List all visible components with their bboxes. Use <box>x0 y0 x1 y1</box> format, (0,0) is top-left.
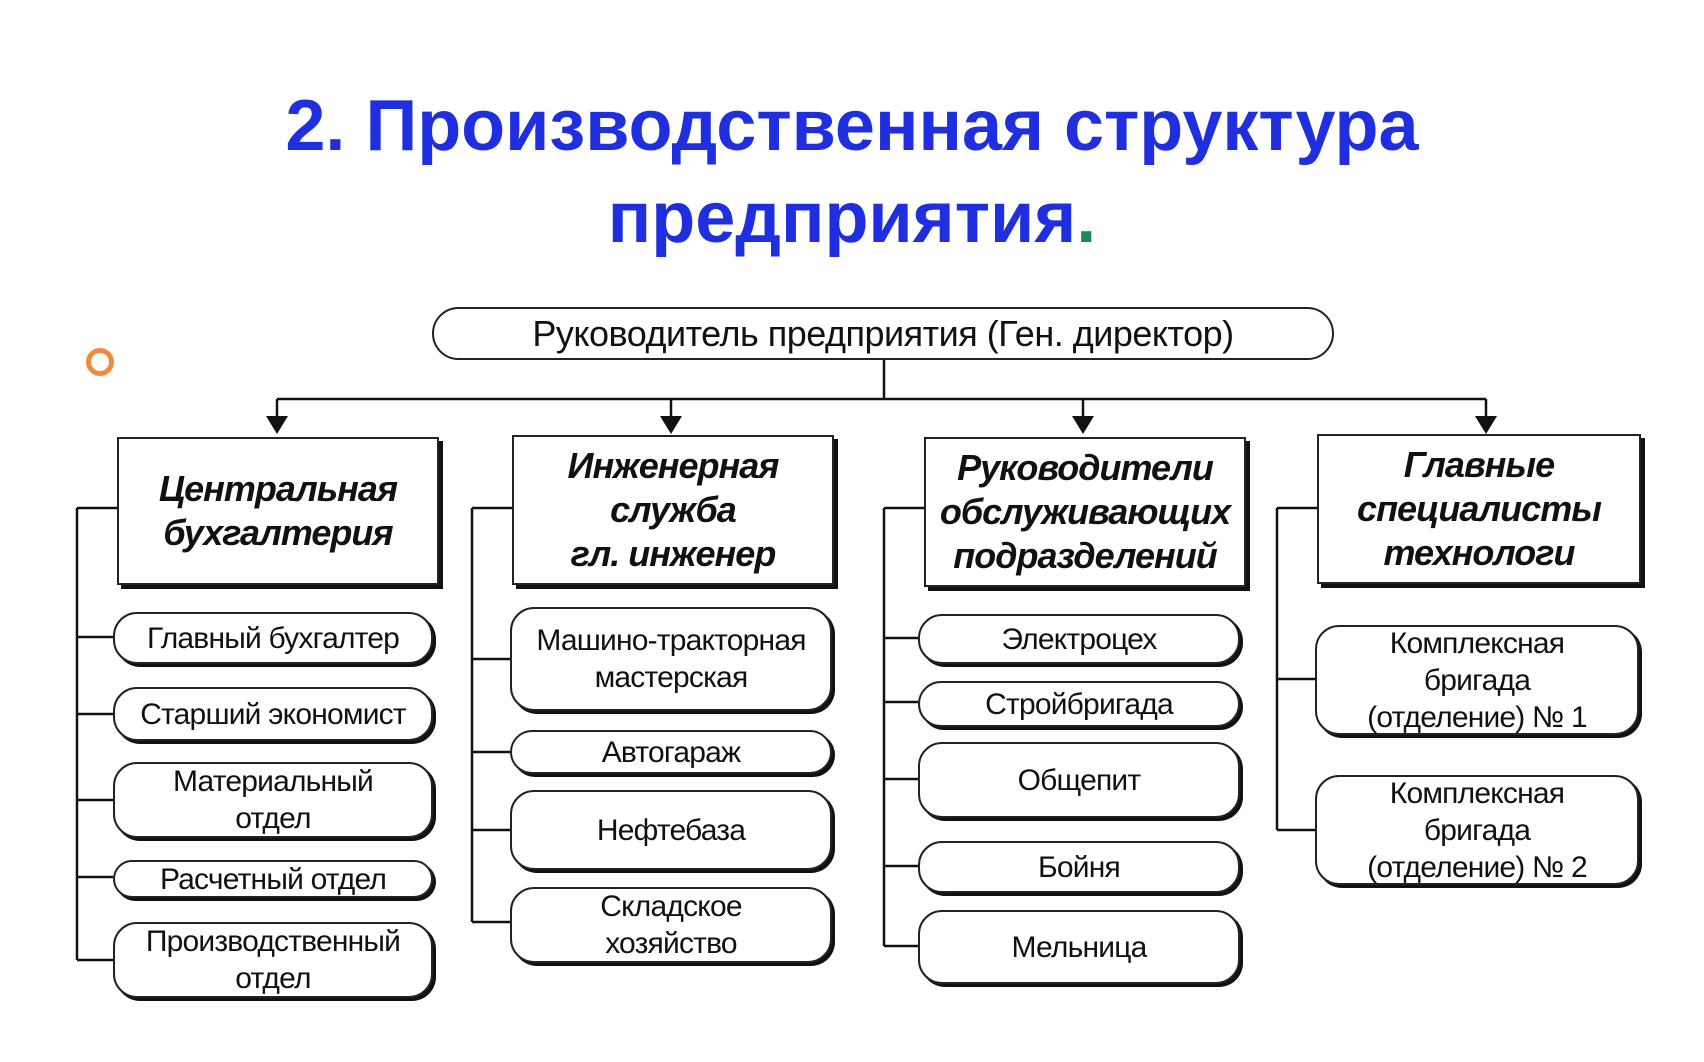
node-label: Комплексная бригада (отделение) № 2 <box>1367 776 1587 884</box>
node-auto-garage: Автогараж <box>510 730 832 774</box>
node-mill: Мельница <box>918 910 1240 984</box>
node-production-dept: Производственный отдел <box>113 922 433 998</box>
node-settlement-dept: Расчетный отдел <box>113 860 433 898</box>
branch-head-label: Руководители обслуживающих подразделений <box>939 447 1231 576</box>
node-label: Нефтебаза <box>596 813 746 847</box>
node-chief-accountant: Главный бухгалтер <box>113 612 433 664</box>
node-label: Складское хозяйство <box>600 890 742 960</box>
node-label: Автогараж <box>601 735 741 769</box>
node-oil-depot: Нефтебаза <box>510 790 832 870</box>
branch-head-label: Инженерная служба гл. инженер <box>567 445 780 574</box>
node-label: Машино-тракторная мастерская <box>536 624 806 694</box>
bullet-circle-icon <box>86 348 114 376</box>
branch-head-service-managers: Руководители обслуживающих подразделений <box>924 437 1246 587</box>
node-label: Общепит <box>1017 763 1142 797</box>
node-complex-brigade-2: Комплексная бригада (отделение) № 2 <box>1315 775 1639 885</box>
branch-head-accounting: Центральная бухгалтерия <box>117 437 439 585</box>
page-title: 2. Производственная структура предприяти… <box>0 80 1704 264</box>
node-label: Главный бухгалтер <box>146 621 400 655</box>
node-label: Стройбригада <box>985 687 1174 721</box>
title-line-2: предприятия. <box>0 172 1704 264</box>
node-machine-workshop: Машино-тракторная мастерская <box>510 607 832 711</box>
node-warehouse: Складское хозяйство <box>510 887 832 963</box>
node-label: Расчетный отдел <box>159 862 387 896</box>
branch-head-label: Центральная бухгалтерия <box>158 468 398 553</box>
title-line-2-text: предприятия <box>607 178 1077 258</box>
node-label: Материальный отдел <box>173 765 374 835</box>
node-catering: Общепит <box>918 742 1240 818</box>
node-complex-brigade-1: Комплексная бригада (отделение) № 1 <box>1315 625 1639 735</box>
node-label: Бойня <box>1038 850 1121 884</box>
branch-head-chief-specialists: Главные специалисты технологи <box>1317 434 1641 584</box>
node-senior-economist: Старший экономист <box>113 687 433 741</box>
node-construction-team: Стройбригада <box>918 681 1240 727</box>
branch-head-label: Главные специалисты технологи <box>1357 444 1602 573</box>
node-label: Мельница <box>1011 930 1148 964</box>
node-label: Электроцех <box>1001 622 1157 656</box>
node-label: Старший экономист <box>140 697 406 731</box>
node-label: Комплексная бригада (отделение) № 1 <box>1367 626 1587 734</box>
branch-head-engineering: Инженерная служба гл. инженер <box>512 435 834 585</box>
node-material-dept: Материальный отдел <box>113 762 433 838</box>
title-dot: . <box>1076 178 1097 258</box>
title-line-1: 2. Производственная структура <box>285 86 1419 166</box>
node-slaughterhouse: Бойня <box>918 841 1240 893</box>
node-label: Производственный отдел <box>145 925 401 995</box>
root-label: Руководитель предприятия (Ген. директор) <box>532 312 1234 354</box>
node-electric-shop: Электроцех <box>918 614 1240 664</box>
root-box-director: Руководитель предприятия (Ген. директор) <box>432 307 1334 360</box>
